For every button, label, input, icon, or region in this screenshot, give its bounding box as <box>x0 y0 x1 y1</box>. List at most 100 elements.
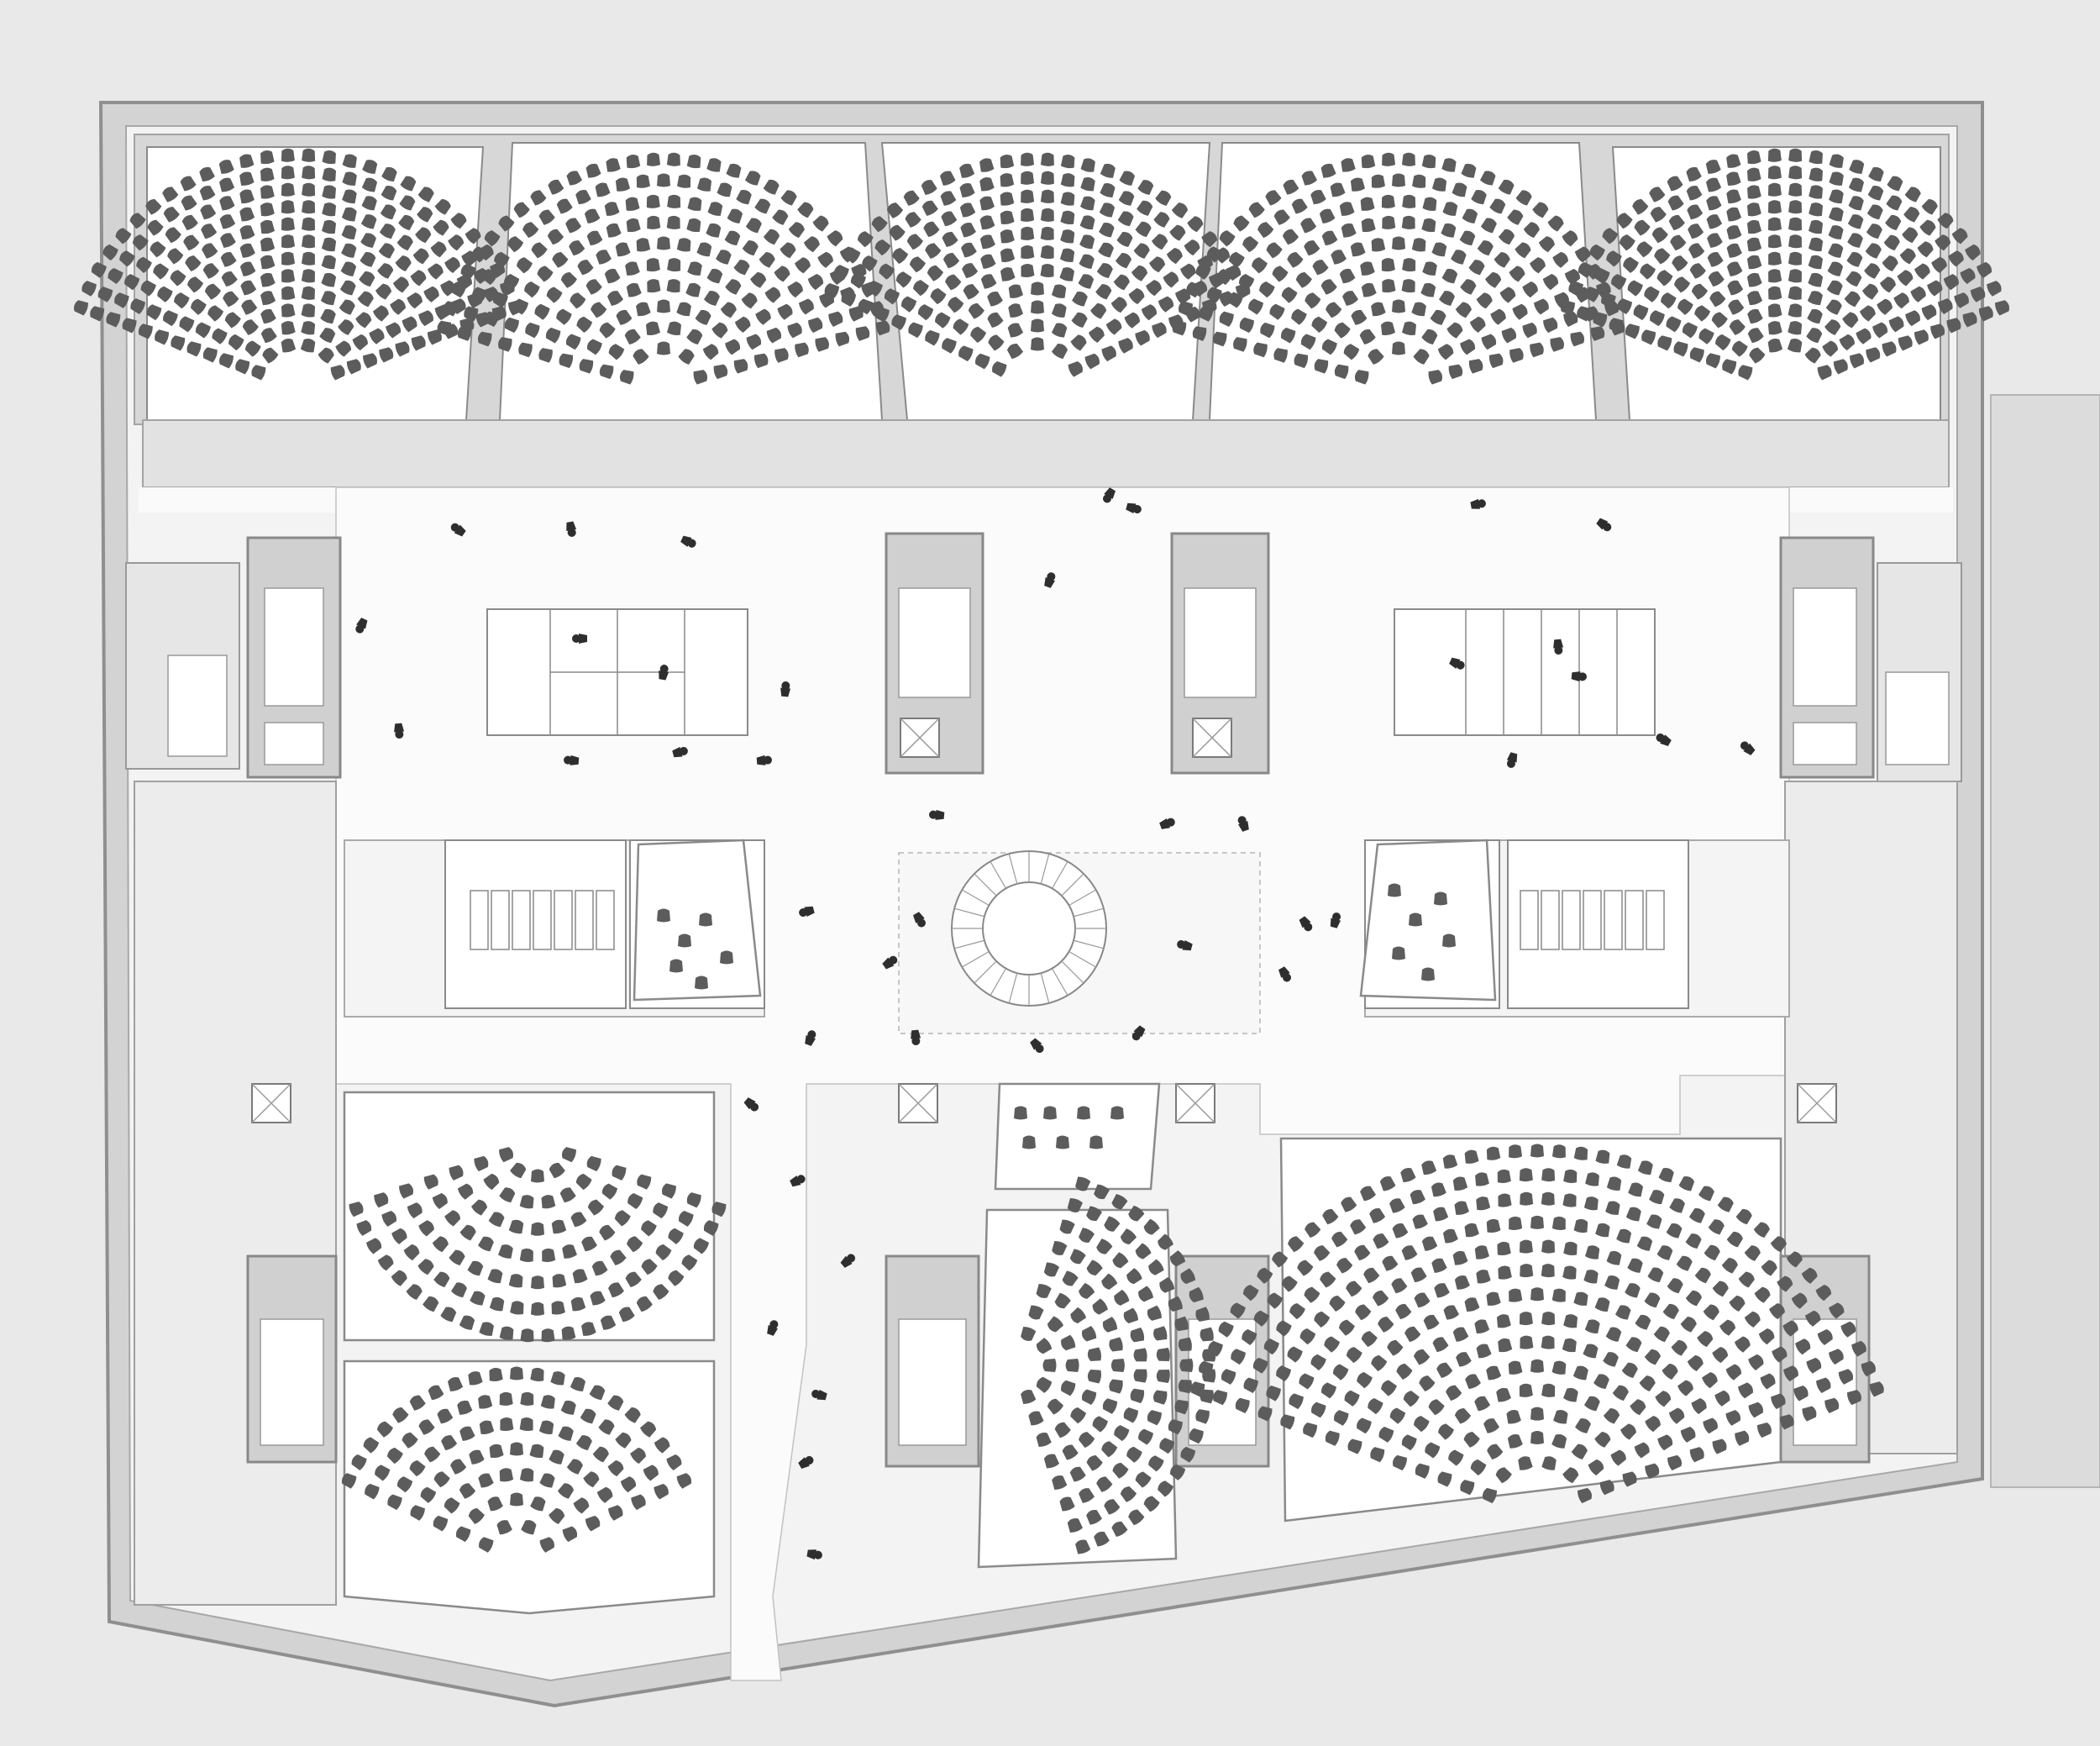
seat-icon <box>1042 1359 1057 1372</box>
toilet-stall <box>554 890 573 950</box>
west-wing-rooms <box>134 781 337 1606</box>
stair-tread <box>1073 907 1105 918</box>
seat-icon <box>667 194 681 209</box>
study-table-west[interactable] <box>486 608 748 736</box>
stair-tread <box>1068 950 1096 968</box>
stair-core-s-center-left <box>885 1254 980 1468</box>
south-west-upper-hall <box>343 1091 716 1342</box>
seat-icon <box>1530 1215 1544 1229</box>
seat-icon <box>71 298 90 316</box>
seat-icon <box>510 1492 523 1507</box>
stair-core-ne <box>1779 536 1875 779</box>
seat-icon <box>281 182 295 197</box>
seat-icon <box>80 279 98 297</box>
seat-icon <box>1788 217 1803 232</box>
toilet-stall <box>512 890 531 950</box>
seat-icon <box>281 217 296 232</box>
seat-icon <box>1156 1369 1171 1384</box>
seat-icon <box>657 908 670 923</box>
seat-icon <box>1402 194 1416 209</box>
seat-icon <box>281 234 296 249</box>
seat-icon <box>281 199 296 214</box>
seat-icon <box>657 236 670 250</box>
seat-icon <box>531 1222 544 1236</box>
seat-icon <box>1519 1263 1534 1278</box>
seat-icon <box>540 1328 555 1343</box>
seat-icon <box>1519 1167 1533 1182</box>
seat-icon <box>1065 1359 1079 1372</box>
seat-icon <box>1401 215 1416 230</box>
seat-icon <box>1421 967 1435 981</box>
seat-icon <box>1020 152 1035 167</box>
seat-icon <box>646 215 661 230</box>
seat-icon <box>657 341 670 355</box>
seat-icon <box>1788 165 1803 180</box>
seat-icon <box>302 165 316 180</box>
toilet-stall <box>1583 890 1602 950</box>
seat-icon <box>1541 1311 1556 1326</box>
stair-tread <box>953 939 985 949</box>
seat-icon <box>1014 1106 1027 1120</box>
seat-icon <box>531 1275 544 1290</box>
seat-icon <box>1767 199 1782 214</box>
seat-icon <box>281 165 295 180</box>
seat-icon <box>301 217 316 232</box>
seat-icon <box>1392 173 1405 187</box>
seat-icon <box>1530 1144 1544 1158</box>
seat-icon <box>1530 1407 1544 1421</box>
stair-tread <box>1061 960 1084 984</box>
seat-icon <box>1020 171 1035 186</box>
seat-icon <box>657 299 670 313</box>
seat-icon <box>1767 182 1782 197</box>
seat-icon <box>1993 298 2012 316</box>
seat-icon <box>1077 1106 1090 1120</box>
seat-icon <box>1381 152 1396 167</box>
seat-icon <box>1056 1135 1069 1149</box>
stair-tread <box>1008 972 1018 1004</box>
seat-icon <box>1392 946 1405 960</box>
seat-icon <box>1020 189 1035 204</box>
seat-icon <box>1519 1335 1534 1350</box>
stair-core-n-center-right <box>1170 532 1270 775</box>
seat-icon <box>1040 152 1055 167</box>
stair-core-nw <box>246 536 342 779</box>
stair-tread <box>974 960 997 984</box>
seat-icon <box>1031 300 1044 314</box>
seat-icon <box>1179 1359 1194 1372</box>
seat-icon <box>1040 208 1055 223</box>
toilet-stall <box>470 890 489 950</box>
seat-icon <box>1541 1191 1556 1206</box>
stair-tread <box>1051 968 1068 996</box>
seat-icon <box>1392 236 1405 250</box>
seat-icon <box>1541 1335 1556 1350</box>
seat-icon <box>531 1302 544 1316</box>
south-west-lower-hall <box>343 1359 716 1615</box>
seat-icon <box>1788 148 1803 163</box>
stair-tread <box>990 861 1007 889</box>
study-table-east[interactable] <box>1394 608 1656 736</box>
seat-icon <box>646 194 660 209</box>
seat-icon <box>302 182 316 197</box>
seat-icon <box>1519 1311 1534 1326</box>
seat-icon <box>1040 171 1055 186</box>
seat-icon <box>1541 1263 1556 1278</box>
seat-icon <box>302 148 316 163</box>
seat-icon <box>1767 234 1782 249</box>
seat-icon <box>1031 337 1044 351</box>
seat-icon <box>1551 1144 1567 1159</box>
seat-icon <box>1110 1106 1124 1120</box>
toilet-stall <box>1562 890 1581 950</box>
seat-icon <box>1788 182 1803 197</box>
seat-icon <box>1767 148 1782 163</box>
seat-icon <box>1392 299 1405 313</box>
seat-icon <box>678 933 691 948</box>
seat-icon <box>1530 1359 1544 1373</box>
seat-icon <box>1020 226 1035 241</box>
spiral-stair[interactable] <box>898 850 1261 1034</box>
stair-tread <box>1073 939 1105 949</box>
seat-icon <box>1031 318 1044 333</box>
seat-icon <box>1985 279 2003 297</box>
seat-icon <box>699 912 712 927</box>
stair-tread <box>962 950 990 968</box>
small-seminar-room <box>994 1082 1161 1191</box>
